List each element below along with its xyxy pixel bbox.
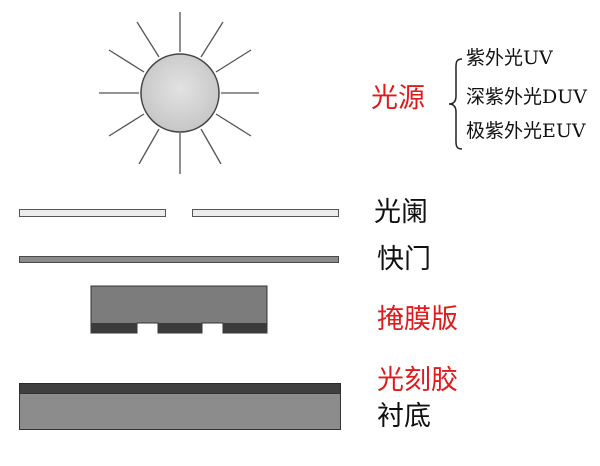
light-type-duv: 深紫外光DUV [466, 86, 587, 108]
aperture-right-slat [192, 209, 339, 217]
light-type-euv: 极紫外光EUV [466, 120, 586, 142]
substrate-layer [19, 393, 341, 430]
curly-brace-icon [448, 58, 463, 150]
mask-label: 掩膜版 [377, 304, 458, 335]
aperture-label: 光阑 [374, 197, 428, 228]
shutter-bar [19, 256, 339, 263]
substrate-label: 衬底 [377, 401, 431, 432]
light-source-label: 光源 [371, 83, 425, 114]
sun-disc [140, 53, 220, 133]
sun-rays [99, 12, 259, 174]
light-type-uv: 紫外光UV [466, 47, 553, 69]
aperture-left-slat [19, 209, 166, 217]
photoresist-label: 光刻胶 [377, 365, 458, 396]
shutter-label: 快门 [377, 244, 431, 275]
